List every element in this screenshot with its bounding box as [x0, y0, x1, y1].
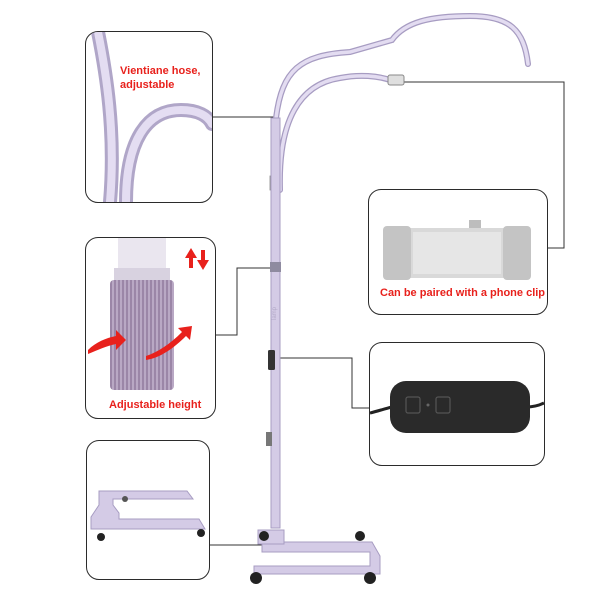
phone-clip-detail	[383, 220, 531, 280]
base-detail	[90, 490, 206, 541]
hose-caption-line1: Vientiane hose,	[120, 65, 201, 77]
height-knob-detail	[88, 238, 209, 390]
height-caption: Adjustable height	[109, 399, 202, 411]
gooseneck-detail	[91, 32, 212, 202]
switch-callout	[369, 342, 545, 466]
hose-callout: Vientiane hose, adjustable	[85, 31, 213, 203]
up-down-arrows-icon	[185, 248, 209, 270]
rotate-arrow-icon	[88, 326, 192, 360]
svg-text:lamp: lamp	[272, 306, 278, 320]
phone-clip-callout: Can be paired with a phone clip	[368, 189, 548, 315]
leader-lines	[210, 81, 565, 546]
phone-clip-caption: Can be paired with a phone clip	[380, 287, 546, 299]
hose-caption-line2: adjustable	[120, 79, 175, 91]
base-callout	[86, 440, 210, 580]
height-callout: Adjustable height	[85, 237, 216, 419]
remote-switch-detail	[370, 381, 544, 433]
